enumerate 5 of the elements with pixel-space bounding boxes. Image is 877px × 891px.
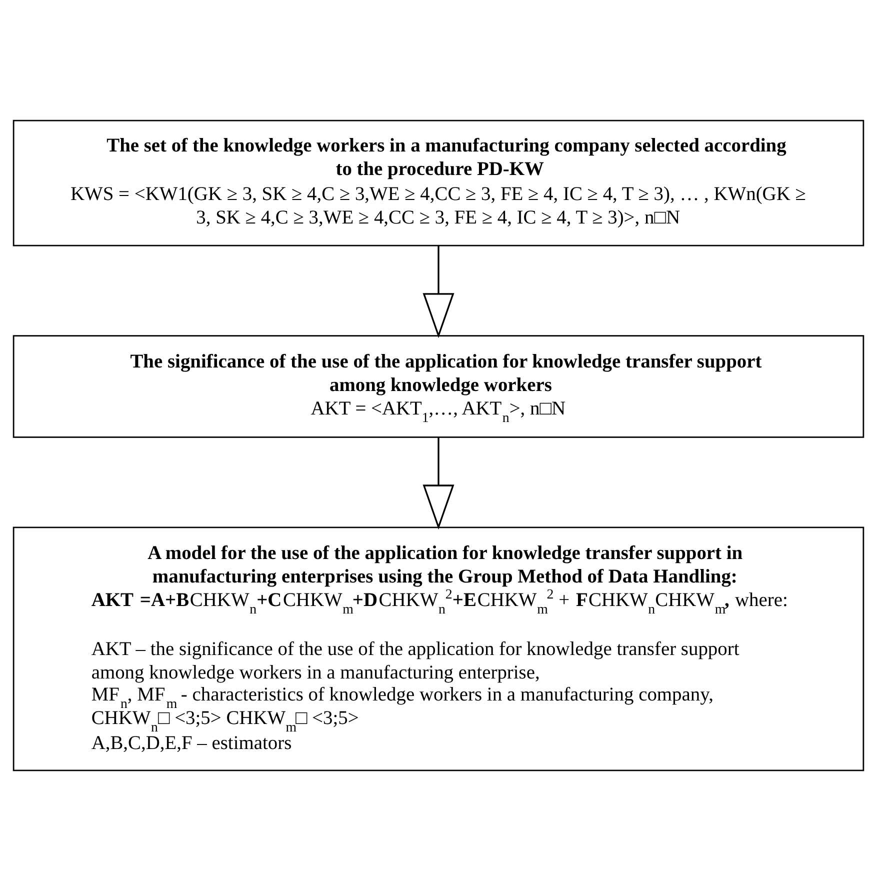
node-box: A model for the use of the application for knowledge transfer support in manufacturing enterprises using the Group Method of Data Handling: AKT =A+BCHKW$_{n}$+CCHKW$_{m}$+DCHKW$_{n}$$^{2}$+ECHKW$_{m}$$^{2}$ + FCHKW$_{n}$CHKW$_{m}$, where: AKT – the significance of the use of the application for knowledge transfer support among knowledge workers in a manufacturing enterprise, MF$_{n}$, MF$_{m}$ - characteristics of knowledge workers in a manufacturing company, CHKW$_{n}$□ <3;5> CHKW$_{m}$□ <3;5> A,B,C,D,E,F – estimators <box>12 526 864 772</box>
arrow <box>422 246 454 338</box>
node-box: The set of the knowledge workers in a manufacturing company selected according to the procedure PD-KW KWS = <KW1(GK ≥ 3, SK ≥ 4,C ≥ 3,WE ≥ 4,CC ≥ 3, FE ≥ 4, IC ≥ 4, T ≥ 3), … , KWn(GK ≥ 3, SK ≥ 4,C ≥ 3,WE ≥ 4,CC ≥ 3, FE ≥ 4, IC ≥ 4, T ≥ 3)>, n□N <box>12 120 864 246</box>
arrow <box>422 437 454 530</box>
node-box: The significance of the use of the application for knowledge transfer support among knowledge workers AKT = <AKT$_{1}$,…, AKT$_{n}$>, n□N <box>12 335 864 438</box>
